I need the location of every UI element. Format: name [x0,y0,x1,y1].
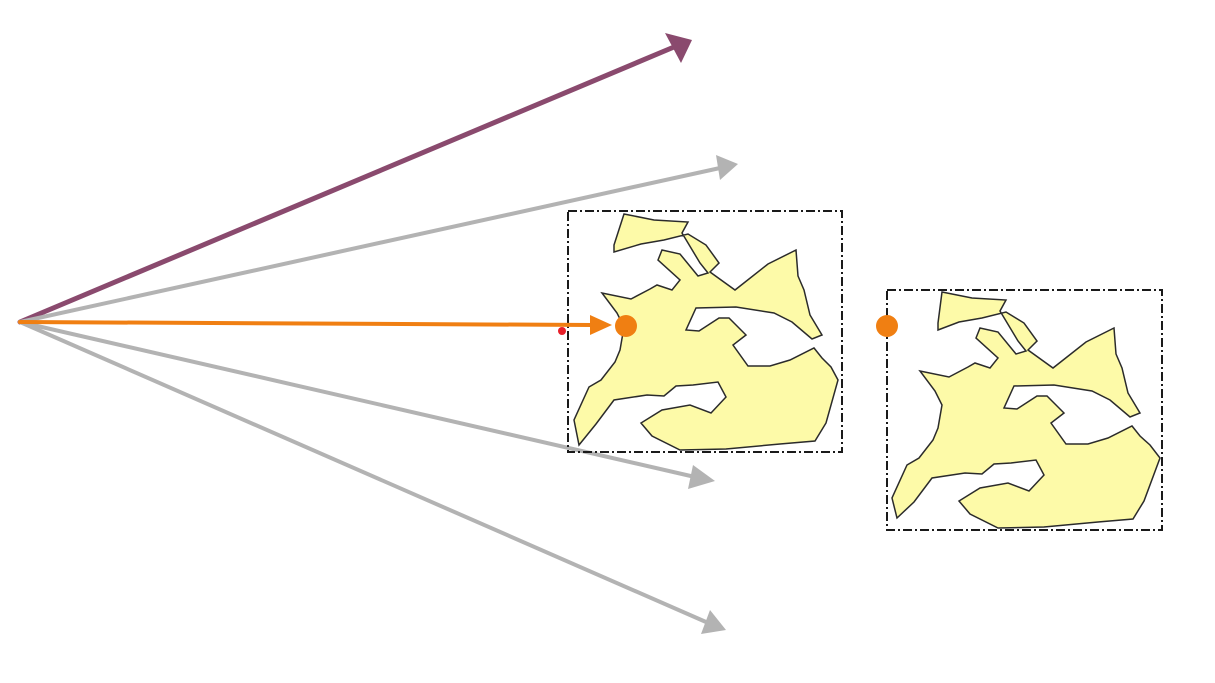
gray-ray-upper-arrowhead [716,155,738,180]
shape-b-group [886,289,1163,531]
gray-ray-middle-line [18,320,697,479]
orange-dot-icon [876,315,898,337]
main-ray-line [17,44,677,325]
gray-ray-lower-line [18,320,708,624]
shape-b-bounding-box [886,289,1163,531]
gray-ray-upper-line [18,166,722,324]
shape-b-polygon [891,291,1161,529]
main-ray-arrowhead [665,33,692,63]
probe-ray-group [18,315,612,335]
markers-group [558,315,898,337]
shape-a-polygon [573,213,839,451]
probe-ray-arrowhead [590,315,612,335]
small-red-dot-icon [558,327,566,335]
gray-ray-lower-arrowhead [701,610,726,634]
rays-group [17,33,738,634]
orange-dot-icon [615,315,637,337]
shape-a-bounding-box [567,210,843,453]
shape-a-group [567,210,843,453]
gray-ray-middle-arrowhead [688,465,715,489]
probe-ray-line [18,320,594,327]
